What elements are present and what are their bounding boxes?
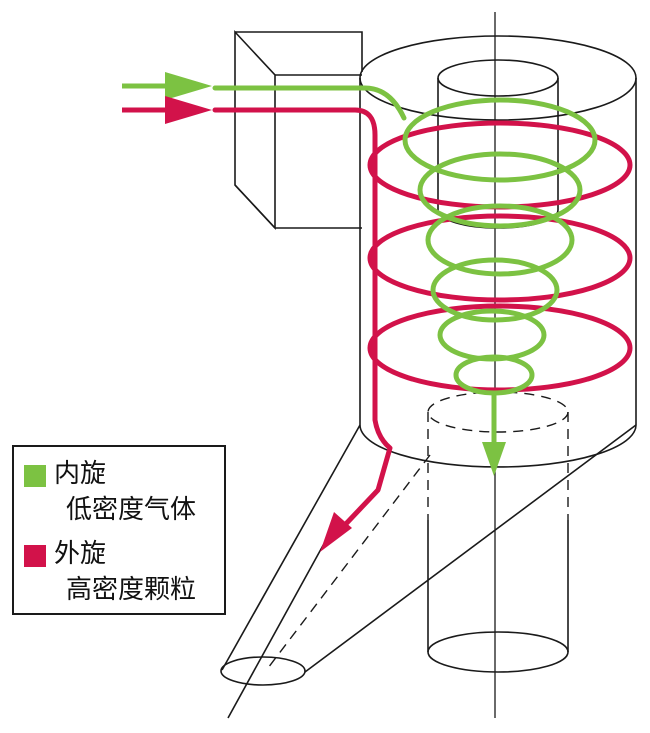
- legend-label-inner: 内旋: [54, 459, 107, 489]
- legend-swatch-outer: [24, 545, 46, 567]
- legend-label-outer: 外旋: [54, 539, 107, 569]
- cone-hopper: [220, 424, 637, 719]
- inner-vortex-flow: [212, 85, 598, 448]
- inlet-arrow-outer: [122, 96, 212, 124]
- gas-outlet-pipe: [427, 391, 569, 673]
- inlet-arrow-inner: [122, 72, 212, 100]
- cyclone-cylinder: [359, 35, 637, 468]
- inner-flow-outlet-arrowhead: [482, 442, 506, 476]
- legend-swatch-inner: [24, 465, 46, 487]
- outer-flow-outlet-arrowhead: [320, 512, 352, 552]
- legend: 内旋 低密度气体 外旋 高密度颗粒: [12, 445, 226, 615]
- inlet-duct: [234, 29, 363, 231]
- legend-desc-outer: 高密度颗粒: [66, 575, 197, 605]
- legend-desc-inner: 低密度气体: [66, 495, 197, 525]
